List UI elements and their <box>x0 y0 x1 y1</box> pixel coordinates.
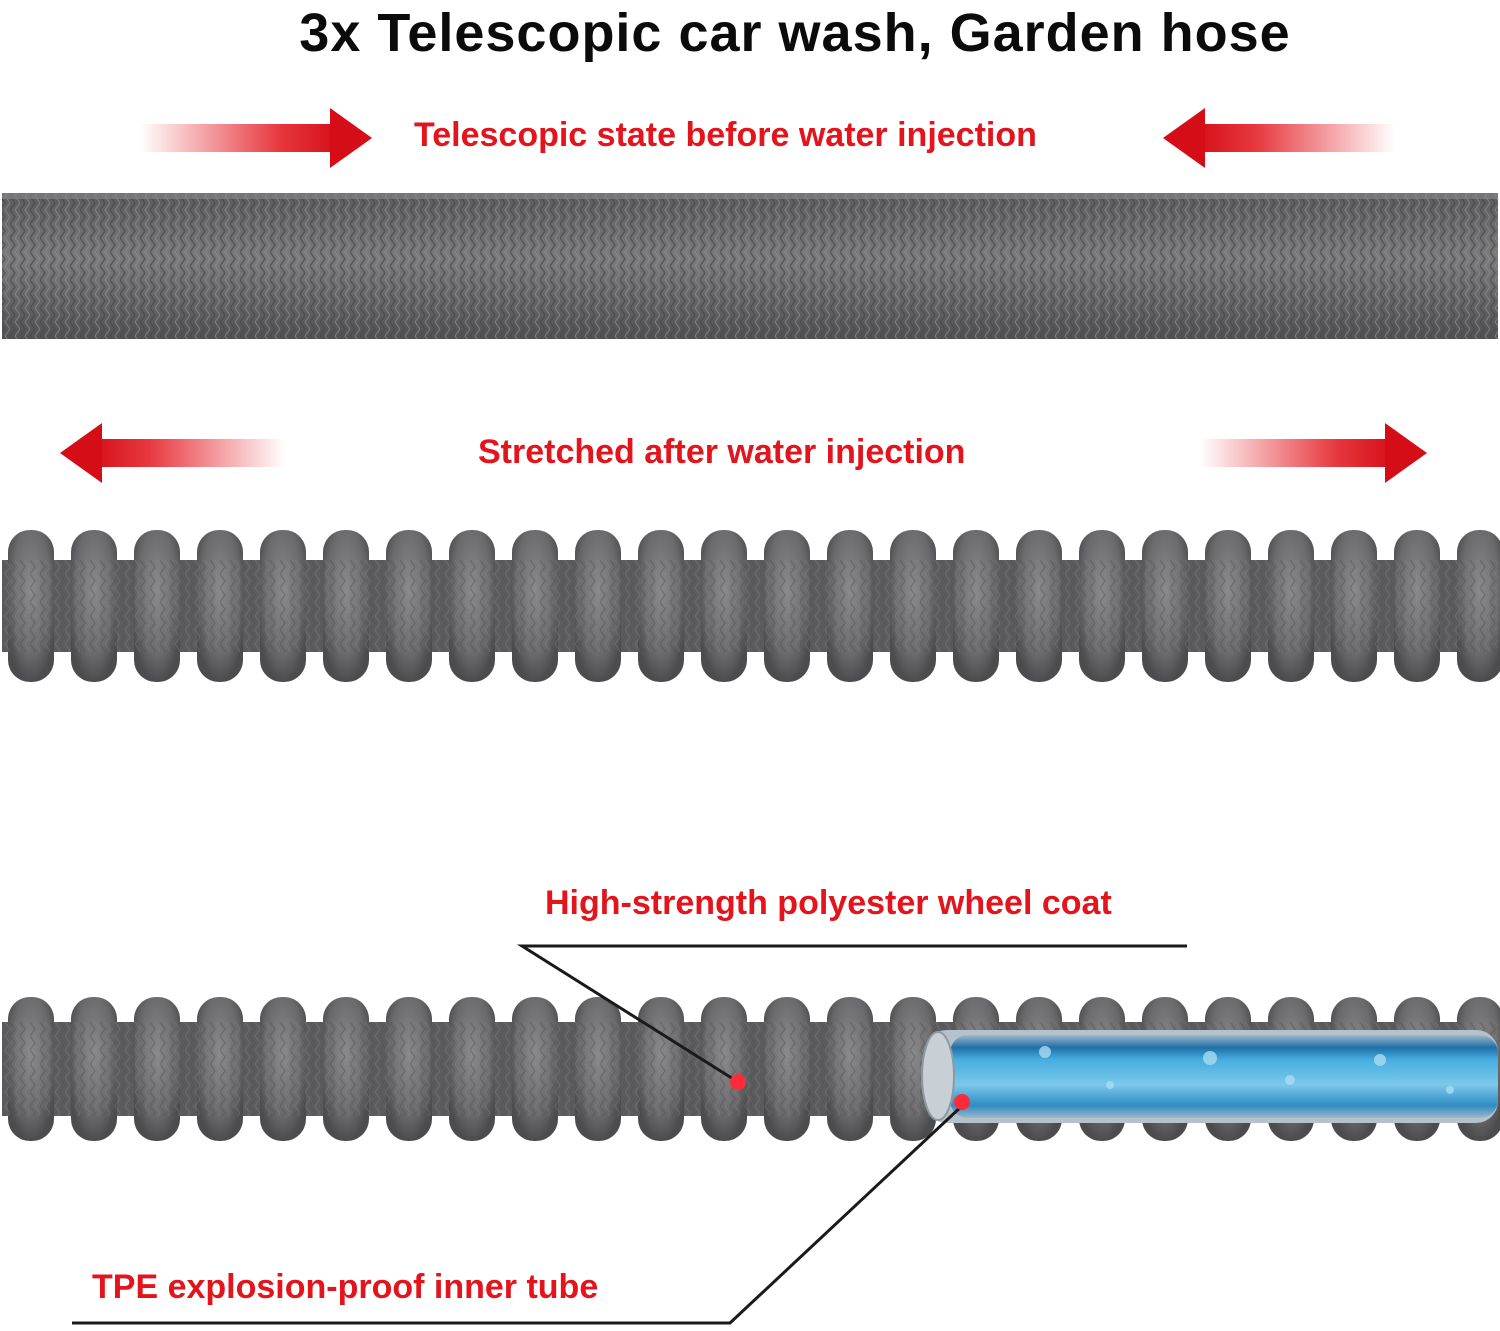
arrow-right-icon <box>140 108 372 168</box>
callout-lines <box>72 944 1187 1325</box>
label-polyester-coat: High-strength polyester wheel coat <box>545 884 1112 922</box>
page-title: 3x Telescopic car wash, Garden hose <box>299 3 1291 63</box>
compressed-hose <box>2 193 1498 339</box>
cutaway-hose <box>2 997 1500 1141</box>
coat-marker <box>730 1074 746 1090</box>
tube-marker <box>954 1094 970 1110</box>
stretched-hose <box>2 530 1500 682</box>
label-before-water: Telescopic state before water injection <box>414 116 1037 154</box>
inner-tube <box>921 1030 1498 1123</box>
arrow-right-icon <box>1200 423 1427 483</box>
arrow-left-icon <box>60 423 285 483</box>
label-after-water: Stretched after water injection <box>478 433 966 471</box>
label-inner-tube: TPE explosion-proof inner tube <box>92 1268 599 1306</box>
arrow-left-icon <box>1163 108 1395 168</box>
